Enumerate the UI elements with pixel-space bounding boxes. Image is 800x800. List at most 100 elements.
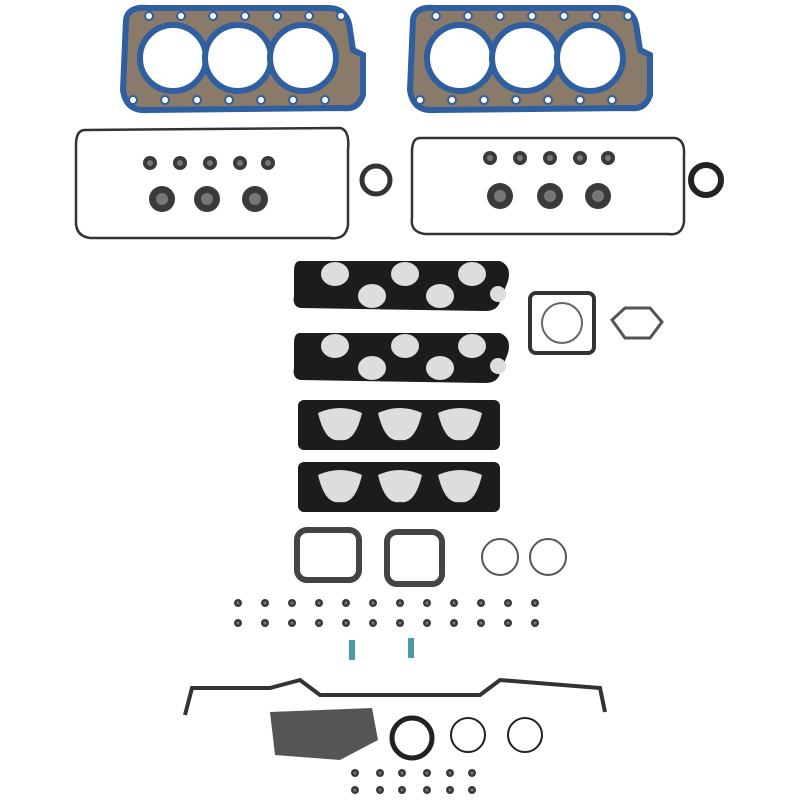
bolt-hole bbox=[559, 11, 569, 21]
seal-center bbox=[425, 621, 429, 625]
seal-center bbox=[371, 621, 375, 625]
bolt-hole bbox=[240, 11, 250, 21]
o-ring-large bbox=[481, 538, 519, 576]
seal-center bbox=[577, 155, 583, 161]
seal-center bbox=[265, 160, 271, 166]
water-passage-gasket bbox=[270, 708, 378, 760]
port-opening bbox=[490, 286, 506, 302]
seal-center bbox=[425, 771, 429, 775]
o-ring-large bbox=[529, 538, 567, 576]
seal-center bbox=[487, 155, 493, 161]
bolt-hole bbox=[144, 11, 154, 21]
seal-center bbox=[344, 601, 348, 605]
port-opening bbox=[438, 470, 482, 503]
port-gasket bbox=[294, 527, 362, 583]
bolt-hole bbox=[224, 95, 234, 105]
seal-center bbox=[605, 155, 611, 161]
bolt-hole bbox=[272, 11, 282, 21]
bolt-hole bbox=[208, 11, 218, 21]
seal-center bbox=[425, 788, 429, 792]
seal-center bbox=[263, 621, 267, 625]
bolt-hole bbox=[495, 11, 505, 21]
head-gasket bbox=[119, 4, 366, 114]
bolt-hole bbox=[479, 95, 489, 105]
bolt-hole bbox=[320, 95, 330, 105]
seal-center bbox=[207, 160, 213, 166]
seal-center bbox=[506, 621, 510, 625]
seal-center bbox=[398, 601, 402, 605]
long-gasket-strip bbox=[183, 677, 607, 716]
seal-center bbox=[592, 190, 604, 202]
seal-center bbox=[452, 601, 456, 605]
seal-center bbox=[177, 160, 183, 166]
port-opening bbox=[458, 334, 486, 358]
port-opening bbox=[358, 284, 386, 308]
bolt-hole bbox=[447, 95, 457, 105]
bolt-hole bbox=[463, 11, 473, 21]
valve-cover-gasket-right bbox=[410, 136, 686, 236]
seal-center bbox=[290, 621, 294, 625]
seal-center bbox=[236, 601, 240, 605]
bolt-hole bbox=[575, 95, 585, 105]
bolt-hole bbox=[256, 95, 266, 105]
seal-center bbox=[494, 190, 506, 202]
seal-center bbox=[378, 771, 382, 775]
tube-seal-small bbox=[349, 640, 355, 660]
seal-center bbox=[147, 160, 153, 166]
seal-center bbox=[452, 621, 456, 625]
bolt-hole bbox=[527, 11, 537, 21]
seal-center bbox=[201, 193, 213, 205]
port-opening bbox=[378, 470, 422, 503]
o-ring-large bbox=[450, 717, 486, 753]
cylinder-bore bbox=[202, 22, 274, 94]
seal-center bbox=[533, 621, 537, 625]
seal-center bbox=[353, 771, 357, 775]
bolt-hole bbox=[543, 95, 553, 105]
bolt-hole bbox=[431, 11, 441, 21]
port-opening bbox=[426, 284, 454, 308]
seal-center bbox=[398, 621, 402, 625]
seal-center bbox=[378, 788, 382, 792]
seal-center bbox=[263, 601, 267, 605]
port-opening bbox=[318, 408, 362, 441]
cylinder-bore bbox=[554, 22, 626, 94]
cylinder-bore bbox=[489, 22, 561, 94]
port-opening bbox=[458, 262, 486, 286]
port-opening bbox=[391, 334, 419, 358]
seal-center bbox=[448, 771, 452, 775]
port-opening bbox=[490, 358, 506, 374]
bolt-hole bbox=[591, 11, 601, 21]
seal-center bbox=[344, 621, 348, 625]
port-opening bbox=[391, 262, 419, 286]
seal-center bbox=[470, 771, 474, 775]
bolt-hole bbox=[128, 95, 138, 105]
bolt-hole bbox=[192, 95, 202, 105]
port-gasket bbox=[384, 529, 445, 587]
seal-center bbox=[400, 771, 404, 775]
bolt-hole bbox=[623, 11, 633, 21]
bolt-hole bbox=[176, 11, 186, 21]
seal-center bbox=[290, 601, 294, 605]
seal-center bbox=[517, 155, 523, 161]
throttle-body-gasket bbox=[528, 291, 596, 355]
bolt-hole bbox=[288, 95, 298, 105]
throttle-bore bbox=[541, 302, 583, 344]
egr-gasket bbox=[610, 306, 664, 340]
seal-center bbox=[353, 788, 357, 792]
seal-center bbox=[249, 193, 261, 205]
port-opening bbox=[358, 356, 386, 380]
cylinder-bore bbox=[267, 22, 339, 94]
seal-center bbox=[237, 160, 243, 166]
bolt-hole bbox=[511, 95, 521, 105]
port-opening bbox=[378, 408, 422, 441]
o-ring-large bbox=[507, 717, 543, 753]
seal-center bbox=[470, 788, 474, 792]
port-opening bbox=[438, 408, 482, 441]
bolt-hole bbox=[160, 95, 170, 105]
port-opening bbox=[318, 470, 362, 503]
bolt-hole bbox=[607, 95, 617, 105]
bolt-hole bbox=[415, 95, 425, 105]
camshaft-seal bbox=[359, 163, 393, 197]
